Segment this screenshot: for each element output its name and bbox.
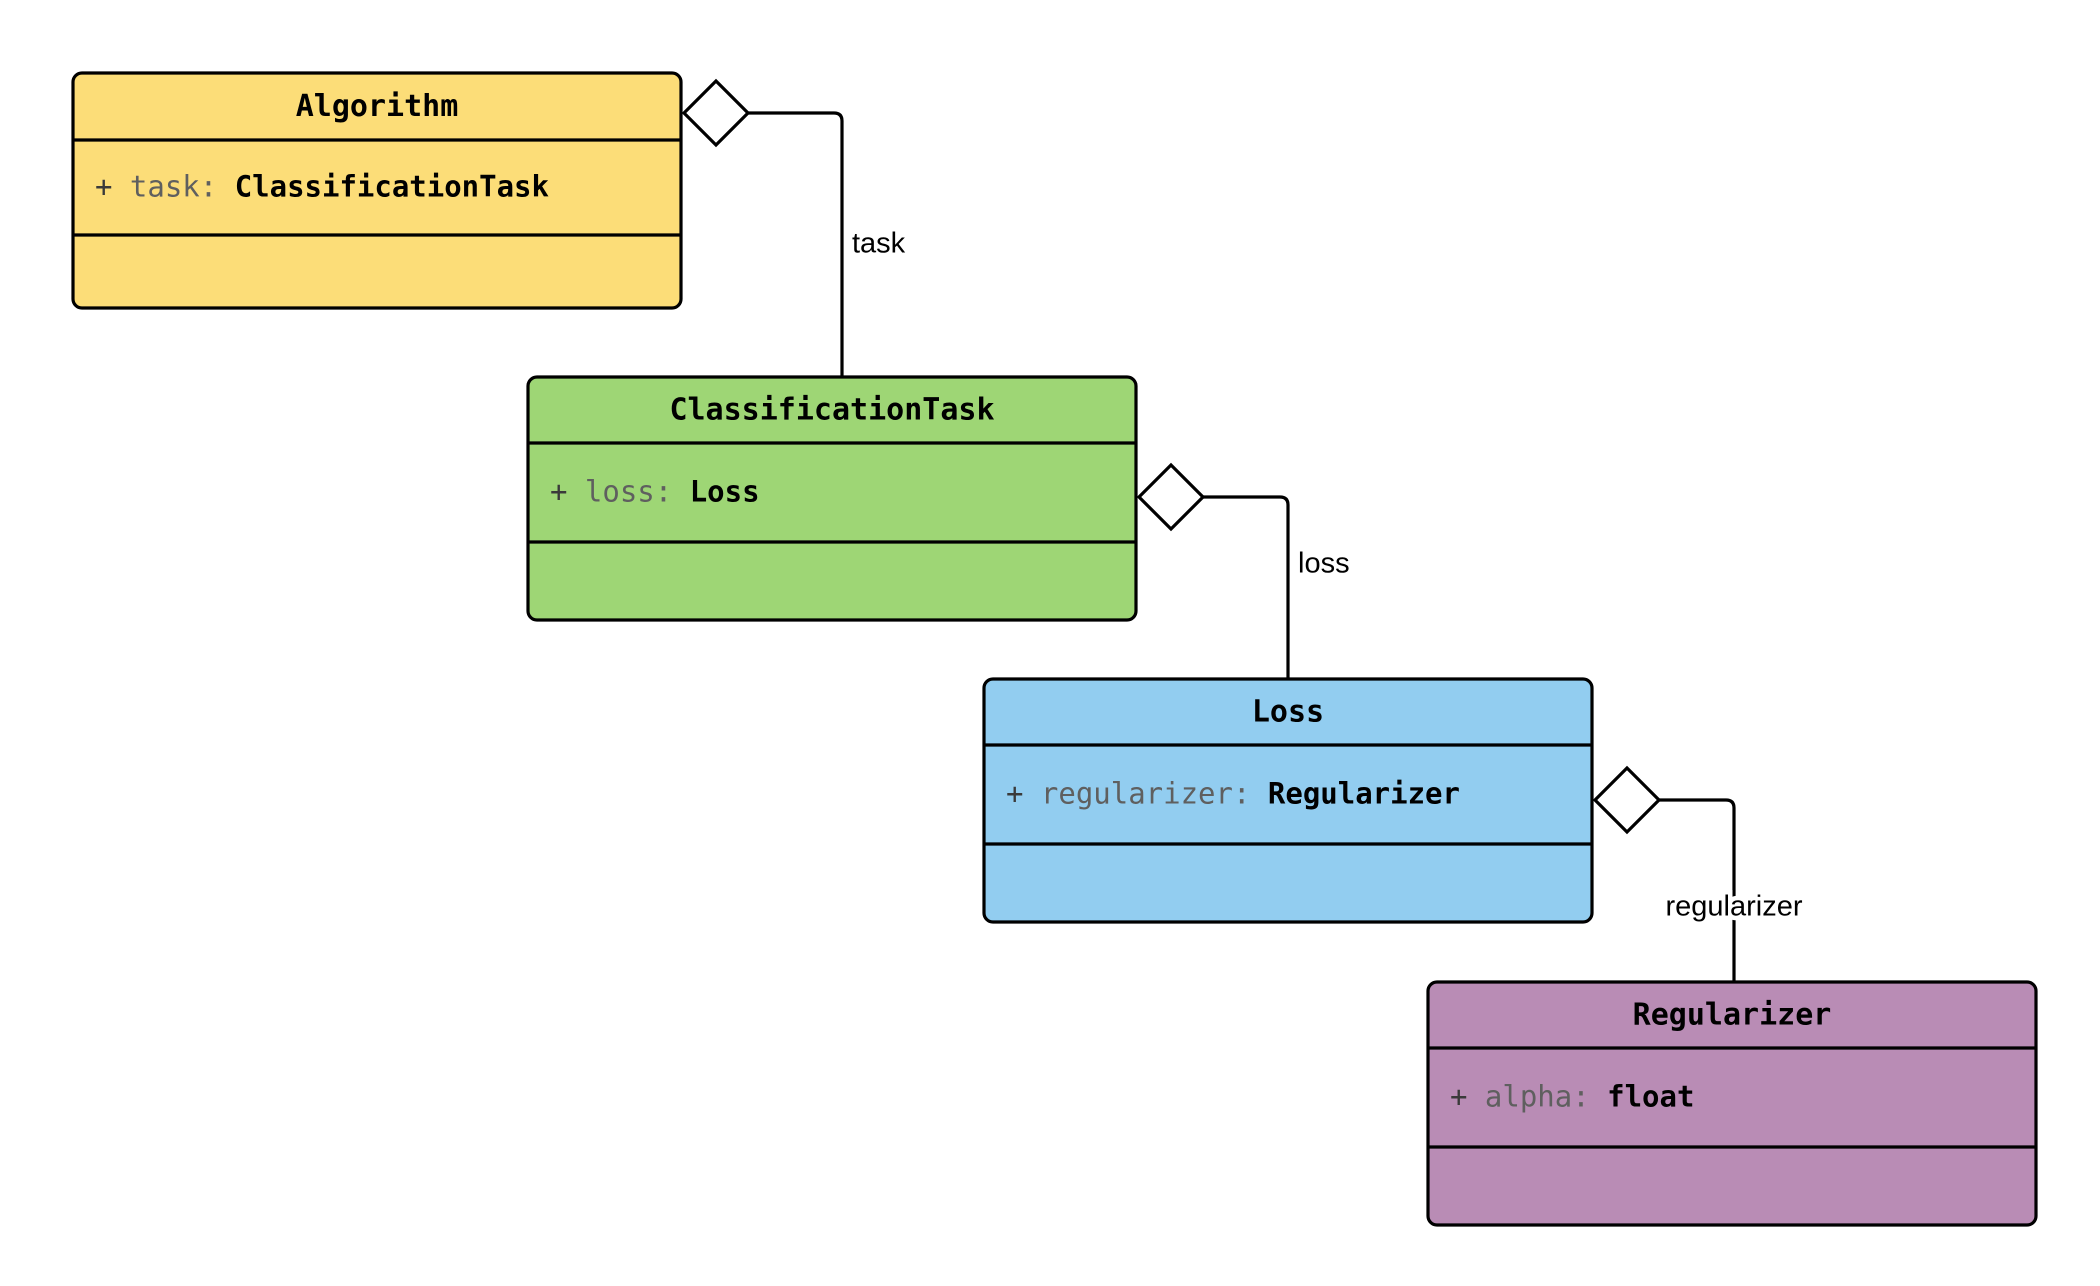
class-name-label: ClassificationTask bbox=[669, 393, 994, 428]
attribute-visibility: + bbox=[1006, 777, 1041, 811]
attribute-visibility: + bbox=[1450, 1080, 1485, 1114]
aggregation-diamond-icon bbox=[1136, 462, 1206, 532]
relationship-label-classificationtask-loss: loss bbox=[1298, 548, 1350, 580]
attribute-visibility: + bbox=[550, 475, 585, 509]
connector-line bbox=[748, 111, 844, 377]
attribute-type: Loss bbox=[690, 475, 760, 509]
class-name-label: Algorithm bbox=[296, 89, 459, 124]
attribute-type: ClassificationTask bbox=[235, 170, 549, 204]
relationship-label-halo: task bbox=[852, 228, 906, 260]
class-box-algorithm[interactable]: Algorithm + task: ClassificationTask bbox=[71, 71, 683, 310]
relationships-layer bbox=[681, 78, 1736, 982]
attribute-name: task: bbox=[130, 170, 235, 204]
attribute-type: Regularizer bbox=[1268, 777, 1460, 811]
class-box-loss[interactable]: Loss + regularizer: Regularizer bbox=[982, 677, 1594, 924]
relationship-algorithm-task bbox=[681, 78, 844, 377]
class-box-body[interactable] bbox=[1426, 980, 2038, 1227]
class-name-label: Regularizer bbox=[1633, 998, 1832, 1033]
relationship-label-algorithm-task: task bbox=[852, 228, 906, 260]
aggregation-diamond-icon bbox=[681, 78, 751, 148]
relationship-label-loss-regularizer: regularizer bbox=[1666, 891, 1803, 923]
class-attribute: + regularizer: Regularizer bbox=[1006, 777, 1460, 811]
class-box-regularizer[interactable]: Regularizer + alpha: float bbox=[1426, 980, 2038, 1227]
relationship-classificationtask-loss bbox=[1136, 462, 1290, 679]
attribute-name: loss: bbox=[585, 475, 690, 509]
relationship-label-halo: regularizer bbox=[1666, 891, 1803, 923]
relationship-label-halo: loss bbox=[1298, 548, 1350, 580]
aggregation-diamond-icon bbox=[1592, 765, 1662, 835]
attribute-visibility: + bbox=[95, 170, 130, 204]
relationship-loss-regularizer bbox=[1592, 765, 1736, 982]
class-box-body[interactable] bbox=[982, 677, 1594, 924]
class-box-classification-task[interactable]: ClassificationTask + loss: Loss bbox=[526, 375, 1138, 622]
class-box-body[interactable] bbox=[526, 375, 1138, 622]
class-attribute: + loss: Loss bbox=[550, 475, 760, 509]
class-attribute: + alpha: float bbox=[1450, 1080, 1694, 1114]
class-name-label: Loss bbox=[1252, 695, 1324, 730]
classes-layer: Algorithm+ task: ClassificationTaskClass… bbox=[71, 71, 2038, 1227]
attribute-name: regularizer: bbox=[1041, 777, 1268, 811]
class-box-body[interactable] bbox=[71, 71, 683, 310]
connector-line bbox=[1203, 495, 1290, 679]
class-attribute: + task: ClassificationTask bbox=[95, 170, 549, 204]
attribute-type: float bbox=[1607, 1080, 1694, 1114]
attribute-name: alpha: bbox=[1485, 1080, 1607, 1114]
connector-line bbox=[1659, 798, 1736, 982]
